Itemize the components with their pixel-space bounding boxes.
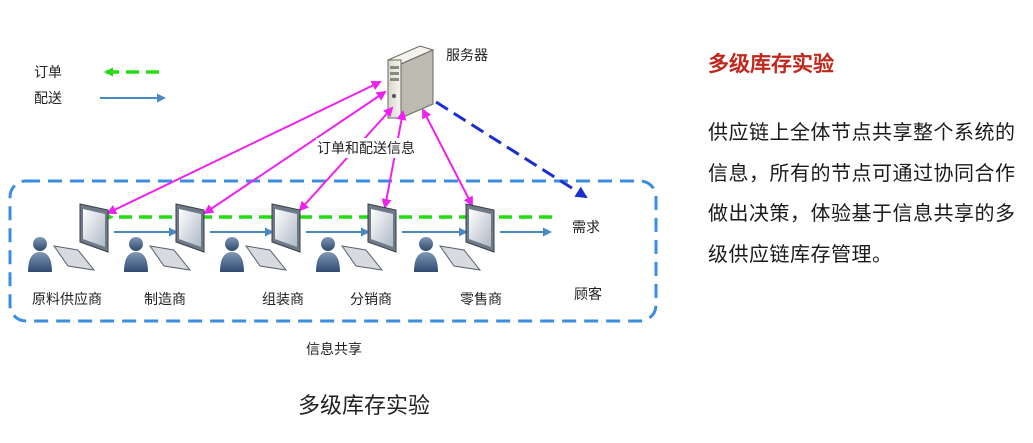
info-sharing-boundary [8, 179, 658, 323]
info-arrow-distributor [381, 110, 407, 209]
workstation-distributor [316, 203, 397, 272]
legend-order-label: 订单 [34, 65, 62, 81]
node-label-assembler: 组装商 [262, 292, 304, 308]
info-label-bg [316, 138, 434, 158]
info-arrow-assembler [298, 106, 394, 212]
node-label-distributor: 分销商 [350, 292, 392, 308]
person-icon [225, 237, 239, 251]
info-arrow-retailer [422, 108, 473, 207]
node-label-retailer: 零售商 [460, 292, 502, 308]
info-sharing-label: 信息共享 [306, 341, 362, 358]
supply-chain-diagram: 订单 配送 服务器 订单和配送信息 [8, 45, 658, 358]
workstation-manufacturer [124, 203, 205, 272]
diagram-caption: 多级库存实验 [298, 394, 431, 419]
info-arrows [106, 80, 473, 215]
demand-label: 需求 [572, 220, 600, 236]
demand-arrow [435, 100, 588, 199]
person-icon [321, 237, 335, 251]
server-label: 服务器 [446, 48, 488, 64]
info-flow-label: 订单和配送信息 [317, 140, 415, 157]
workstation-assembler [220, 203, 301, 272]
customer-label: 顾客 [574, 286, 602, 303]
side-panel-body: 供应链上全体节点共享整个系统的信息，所有的节点可通过协同合作做出决策，体验基于信… [708, 120, 1016, 266]
person-icon [33, 237, 47, 251]
server-icon [386, 45, 435, 119]
workstation-supplier [28, 203, 109, 272]
workstation-retailer [414, 203, 495, 272]
legend-delivery-label: 配送 [34, 91, 62, 107]
node-label-supplier: 原料供应商 [32, 291, 102, 308]
person-icon [129, 237, 143, 251]
node-label-manufacturer: 制造商 [144, 292, 186, 308]
person-icon [419, 237, 433, 251]
side-panel-title: 多级库存实验 [708, 52, 834, 76]
